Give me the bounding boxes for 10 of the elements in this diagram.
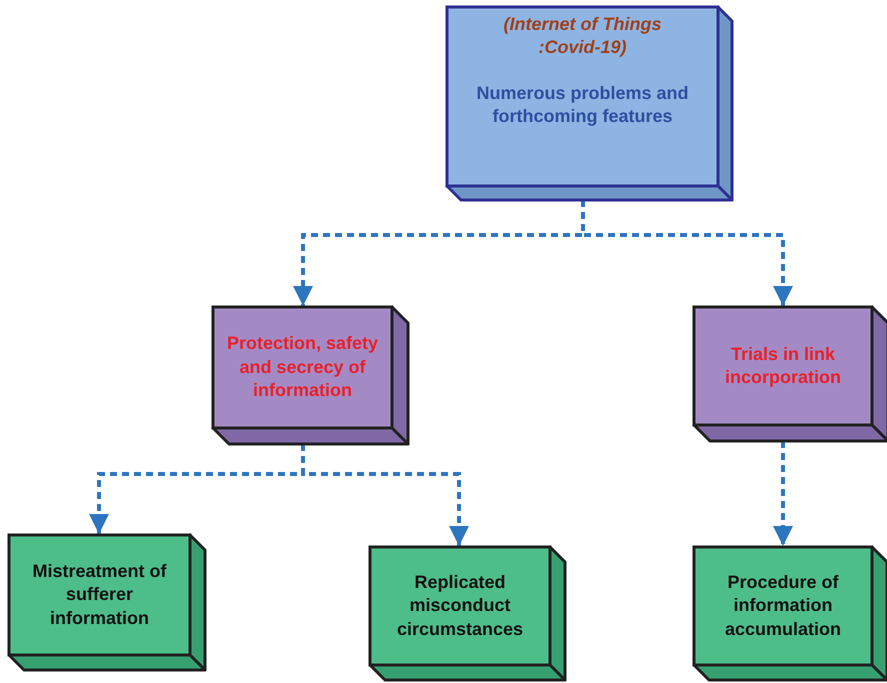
box-text: Mistreatment of sufferer information: [31, 560, 168, 630]
dashed-arrow: [581, 200, 793, 306]
dashed-arrow: [301, 444, 469, 546]
title-text: (Internet of Things :Covid-19): [502, 13, 662, 60]
box-text: Protection, safety and secrecy of information: [226, 332, 380, 402]
box-text: Numerous problems and forthcoming features: [475, 82, 690, 128]
box-text: Trials in link incorporation: [724, 342, 842, 389]
box-text: Replicated misconduct circumstances: [396, 570, 524, 641]
box-text: Procedure of information accumulation: [724, 570, 842, 641]
dashed-arrow: [773, 441, 793, 546]
